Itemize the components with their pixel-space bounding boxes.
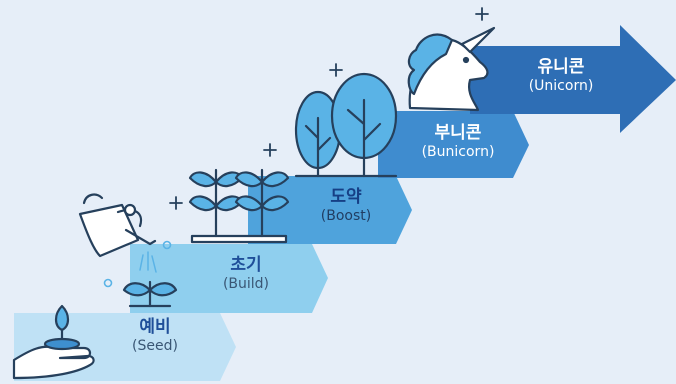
stage-bunicorn-english: (Bunicorn) <box>421 143 495 160</box>
trees-icon <box>294 72 398 178</box>
stage-seed-label: 예비 (Seed) <box>105 317 205 354</box>
sparkle-icon <box>169 7 489 210</box>
stage-unicorn-korean: 유니콘 <box>537 57 585 77</box>
stage-boost-english: (Boost) <box>320 207 372 224</box>
stage-build-label: 초기 (Build) <box>196 255 296 292</box>
unicorn-icon <box>407 26 496 112</box>
stage-bunicorn-label: 부니콘 (Bunicorn) <box>398 123 518 160</box>
step-unicorn-arrow <box>470 25 676 133</box>
stage-bunicorn-korean: 부니콘 <box>434 123 482 143</box>
hand-seedling-icon <box>12 304 95 380</box>
stage-unicorn-english: (Unicorn) <box>528 77 594 94</box>
stage-build-english: (Build) <box>222 275 270 292</box>
sprout-icon <box>122 280 178 308</box>
stage-seed-korean: 예비 <box>139 317 171 337</box>
step-bunicorn-arrow <box>378 111 529 178</box>
stage-boost-label: 도약 (Boost) <box>296 187 396 224</box>
step-build-arrow <box>130 244 328 313</box>
stage-build-korean: 초기 <box>230 255 262 275</box>
water-drop-icon <box>103 278 113 288</box>
step-boost-arrow <box>248 176 412 244</box>
stage-seed-english: (Seed) <box>132 337 178 354</box>
stage-unicorn-label: 유니콘 (Unicorn) <box>501 57 621 94</box>
stage-boost-korean: 도약 <box>330 187 362 207</box>
watering-can-icon <box>78 193 157 273</box>
plants-icon <box>188 168 290 244</box>
water-drop-icon <box>162 240 172 250</box>
